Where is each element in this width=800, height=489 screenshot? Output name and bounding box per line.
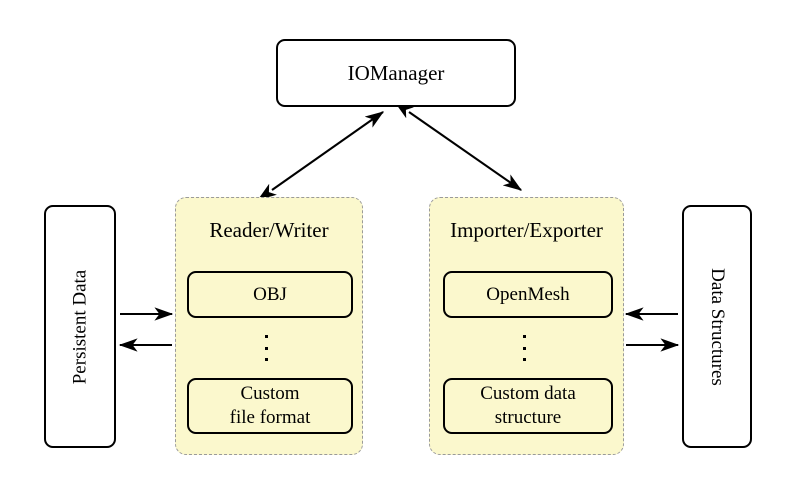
edge-iomanager-readerwriter <box>257 111 385 201</box>
custom-file-format-label-line2: file format <box>229 407 311 428</box>
node-data-structures[interactable]: Data Structures <box>682 205 752 448</box>
openmesh-label: OpenMesh <box>486 283 570 305</box>
node-custom-data-structure[interactable]: Custom data structure <box>443 378 613 434</box>
reader-writer-ellipsis <box>264 335 268 361</box>
importer-exporter-ellipsis <box>522 335 526 361</box>
node-custom-file-format[interactable]: Custom file format <box>187 378 353 434</box>
node-openmesh[interactable]: OpenMesh <box>443 271 613 318</box>
group-reader-writer-title: Reader/Writer <box>209 218 329 242</box>
data-structures-label: Data Structures <box>707 267 728 386</box>
node-obj[interactable]: OBJ <box>187 271 353 318</box>
node-persistent-data[interactable]: Persistent Data <box>44 205 116 448</box>
node-iomanager[interactable]: IOManager <box>276 39 516 107</box>
custom-data-structure-label-line1: Custom data <box>480 383 576 405</box>
persistent-data-label: Persistent Data <box>69 269 91 384</box>
edge-iomanager-importerexporter <box>394 101 523 191</box>
group-reader-writer[interactable]: Reader/Writer OBJ Custom file format <box>175 197 363 455</box>
custom-file-format-label-line1: Custom <box>240 383 300 405</box>
custom-data-structure-label-line2: structure <box>494 407 562 428</box>
iomanager-label: IOManager <box>347 60 445 85</box>
group-importer-exporter-title: Importer/Exporter <box>450 218 603 242</box>
obj-label: OBJ <box>253 283 287 305</box>
group-importer-exporter[interactable]: Importer/Exporter OpenMesh Custom data s… <box>429 197 624 455</box>
